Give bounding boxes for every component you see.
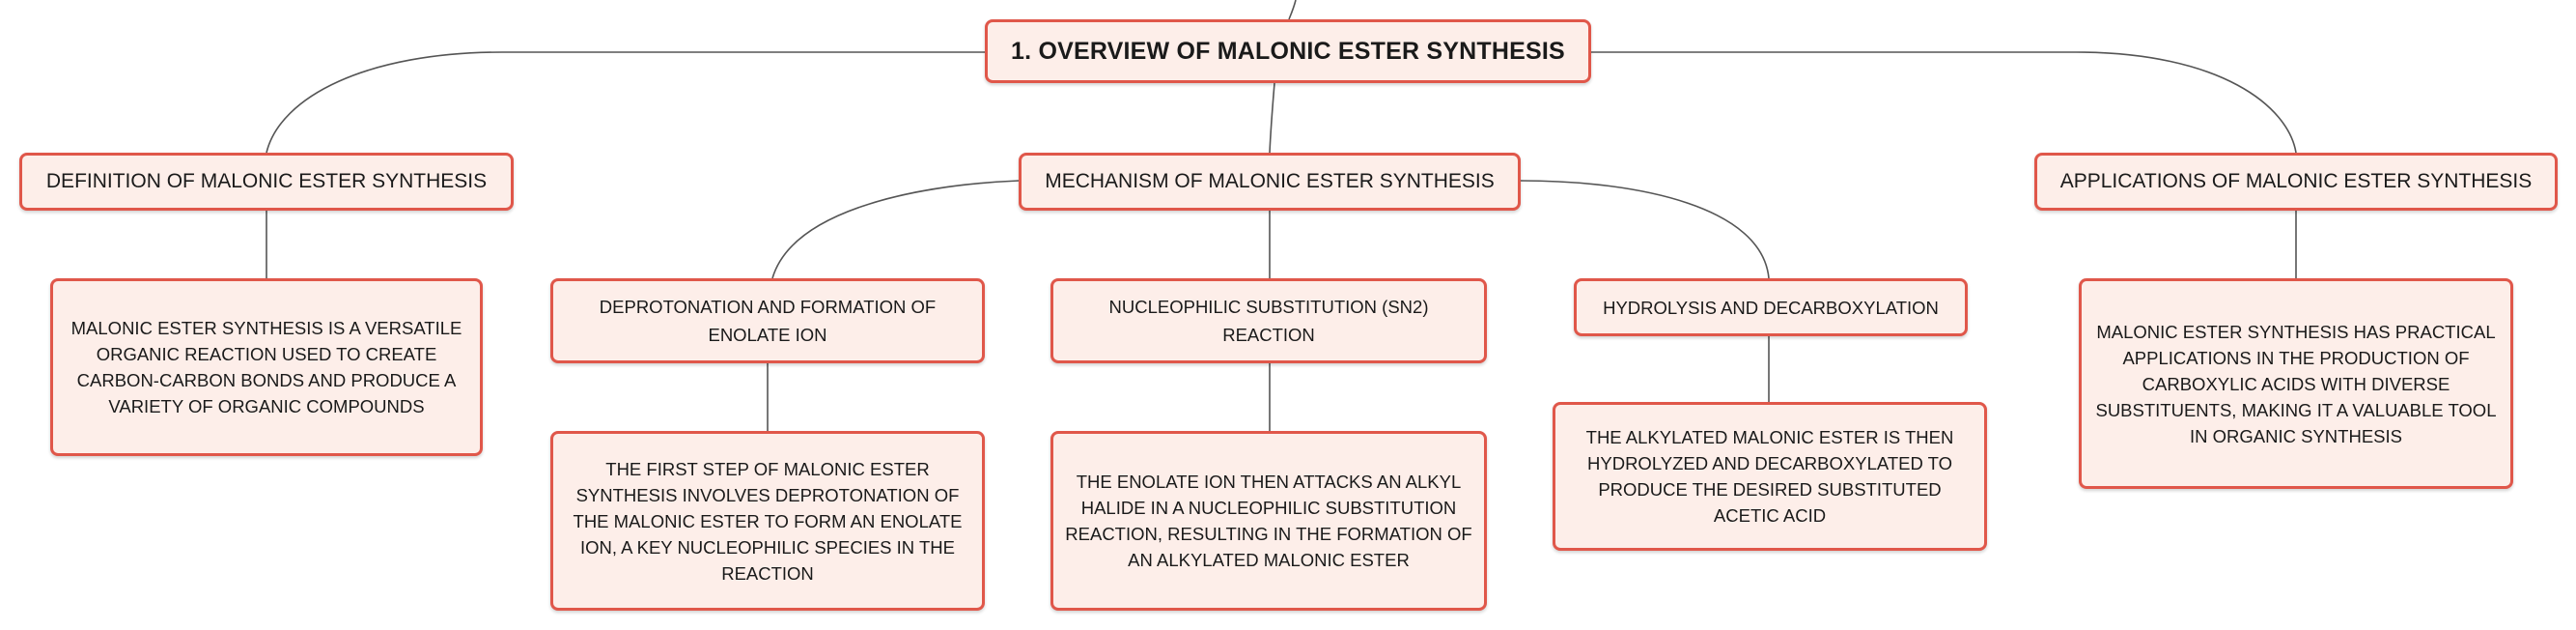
substitution-detail-node[interactable]: THE ENOLATE ION THEN ATTACKS AN ALKYL HA… (1050, 431, 1487, 611)
root-topic-node[interactable]: 1. OVERVIEW OF MALONIC ESTER SYNTHESIS (985, 19, 1591, 83)
connector-root-applications (1591, 51, 2297, 154)
definition-detail-text: MALONIC ESTER SYNTHESIS IS A VERSATILE O… (70, 318, 462, 416)
deprotonation-detail-text: THE FIRST STEP OF MALONIC ESTER SYNTHESI… (573, 458, 963, 584)
hydrolysis-step-label: HYDROLYSIS AND DECARBOXYLATION (1603, 297, 1939, 318)
definition-topic-label: DEFINITION OF MALONIC ESTER SYNTHESIS (45, 170, 488, 192)
root-topic-label: 1. OVERVIEW OF MALONIC ESTER SYNTHESIS (1011, 37, 1565, 65)
deprotonation-step-node[interactable]: DEPROTONATION AND FORMATION OF ENOLATE I… (550, 278, 985, 363)
connector-mechanism-hydrolysis (1520, 180, 1770, 279)
definition-topic-node[interactable]: DEFINITION OF MALONIC ESTER SYNTHESIS (19, 153, 514, 211)
connector-parent-root (1288, 0, 1297, 20)
applications-topic-node[interactable]: APPLICATIONS OF MALONIC ESTER SYNTHESIS (2034, 153, 2558, 211)
connector-mechanism-deprotonation (771, 180, 1020, 279)
hydrolysis-step-node[interactable]: HYDROLYSIS AND DECARBOXYLATION (1574, 278, 1968, 336)
hydrolysis-detail-text: THE ALKYLATED MALONIC ESTER IS THEN HYDR… (1585, 427, 1954, 526)
substitution-step-label: NUCLEOPHILIC SUBSTITUTION (SN2) REACTION (1108, 297, 1429, 345)
definition-detail-node[interactable]: MALONIC ESTER SYNTHESIS IS A VERSATILE O… (50, 278, 483, 456)
substitution-step-node[interactable]: NUCLEOPHILIC SUBSTITUTION (SN2) REACTION (1050, 278, 1487, 363)
mechanism-topic-node[interactable]: MECHANISM OF MALONIC ESTER SYNTHESIS (1019, 153, 1521, 211)
mechanism-topic-label: MECHANISM OF MALONIC ESTER SYNTHESIS (1045, 170, 1495, 192)
connector-root-definition (266, 51, 985, 154)
hydrolysis-detail-node[interactable]: THE ALKYLATED MALONIC ESTER IS THEN HYDR… (1553, 402, 1987, 551)
applications-detail-node[interactable]: MALONIC ESTER SYNTHESIS HAS PRACTICAL AP… (2079, 278, 2513, 489)
applications-detail-text: MALONIC ESTER SYNTHESIS HAS PRACTICAL AP… (2095, 321, 2497, 446)
substitution-detail-text: THE ENOLATE ION THEN ATTACKS AN ALKYL HA… (1065, 472, 1472, 570)
connector-root-mechanism (1269, 82, 1275, 154)
deprotonation-detail-node[interactable]: THE FIRST STEP OF MALONIC ESTER SYNTHESI… (550, 431, 985, 611)
deprotonation-step-label: DEPROTONATION AND FORMATION OF ENOLATE I… (599, 297, 937, 345)
applications-topic-label: APPLICATIONS OF MALONIC ESTER SYNTHESIS (2059, 170, 2533, 192)
